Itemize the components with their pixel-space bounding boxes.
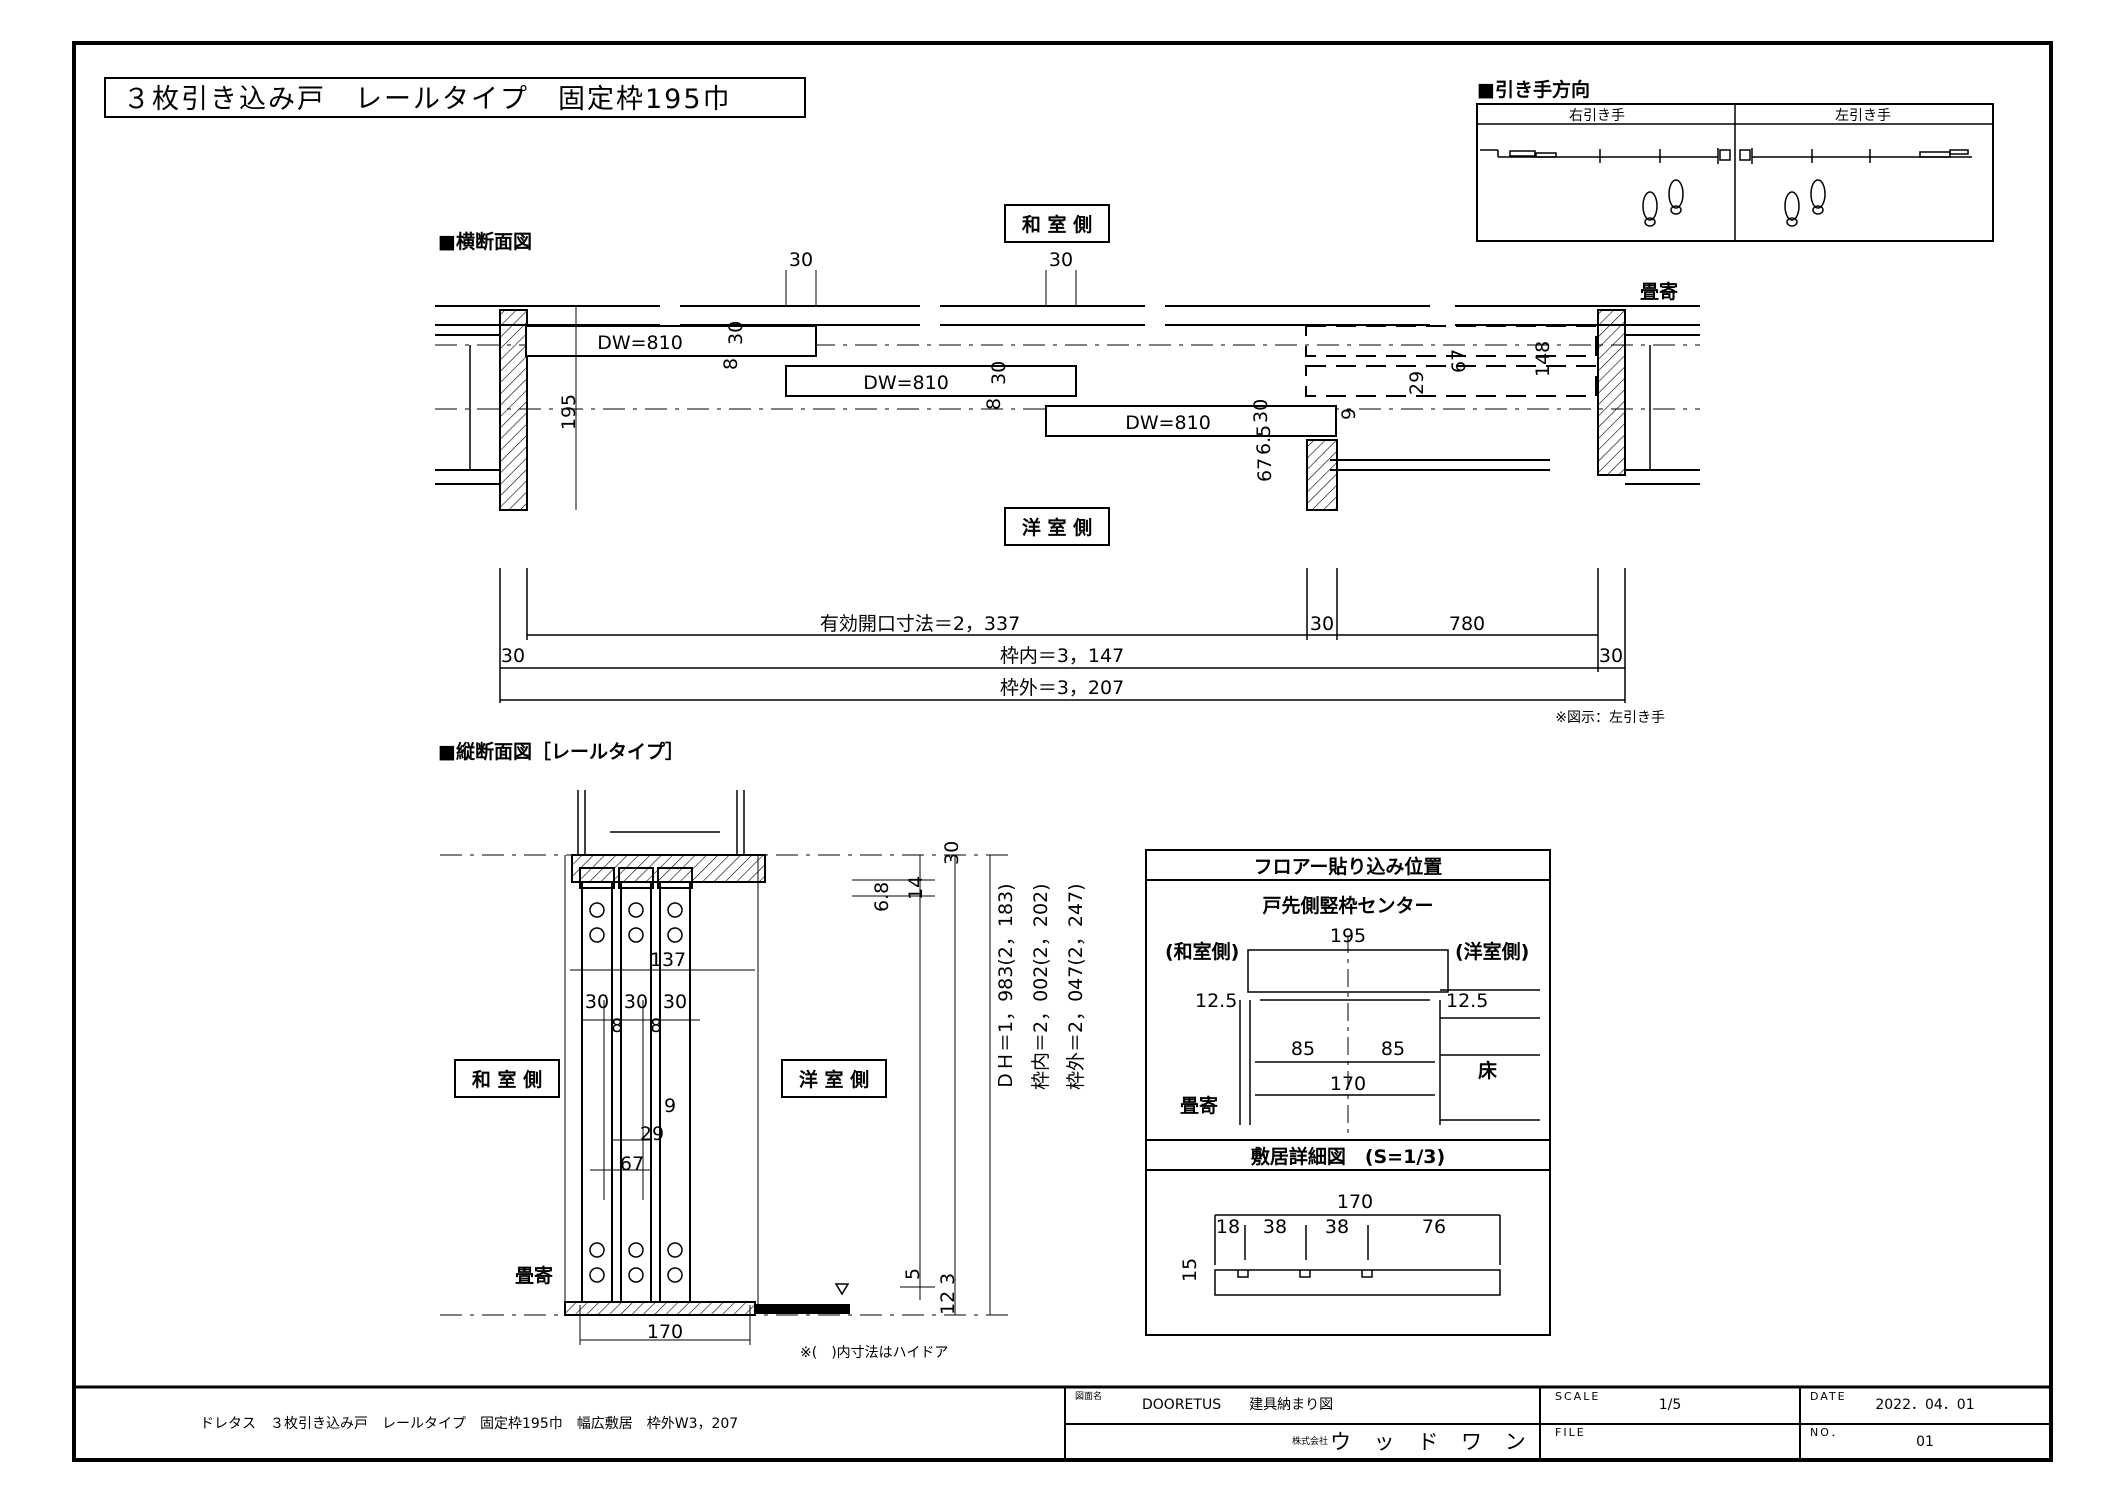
dim-67: 67	[1448, 349, 1470, 373]
floor-youshitsu: (洋室側)	[1455, 940, 1529, 963]
floor-detail-box: フロアー貼り込み位置 戸先側竪枠センター 195 (和室側) (洋室側) 12.…	[1145, 849, 1551, 1336]
door-width-1: DW=810	[597, 332, 683, 354]
title-block: ドレタス ３枚引き込み戸 レールタイプ 固定枠195巾 幅広敷居 枠外W3，20…	[74, 1385, 2051, 1460]
shikii-dim-76: 76	[1422, 1216, 1446, 1238]
effective-opening: 有効開口寸法＝2，337	[820, 613, 1020, 635]
sheet-border	[72, 41, 2053, 1462]
dim-dh: ＤＨ＝1，983(2，183)	[995, 883, 1017, 1090]
vertical-section: ■縦断面図［レールタイプ］	[438, 740, 1087, 1361]
dim-67-v: 67	[620, 1153, 644, 1175]
dim-14: 14	[905, 876, 927, 900]
drawing-name: DOORETUS 建具納まり図	[1142, 1397, 1333, 1413]
floor-box-subtitle: 戸先側竪枠センター	[1262, 894, 1433, 917]
dim-12: 12	[937, 1291, 959, 1315]
floor-dim-12-5-left: 12.5	[1195, 990, 1237, 1012]
washitsu-label-v: 和 室 側	[472, 1068, 542, 1091]
dim-30-h-c: 30	[1599, 645, 1623, 667]
dim-30-b: 30	[1049, 249, 1073, 271]
company-name: ウ ッ ド ワ ン	[1330, 1430, 1534, 1454]
tatamiyose-label-v: 畳寄	[515, 1264, 553, 1287]
shikii-detail-title: 敷居詳細図 (S=1/3)	[1251, 1145, 1445, 1168]
title-block-description: ドレタス ３枚引き込み戸 レールタイプ 固定枠195巾 幅広敷居 枠外W3，20…	[200, 1416, 738, 1432]
title-box: ３枚引き込み戸 レールタイプ 固定枠195巾	[104, 77, 806, 118]
floor-tatamiyose: 畳寄	[1180, 1094, 1218, 1117]
hi-door-note: ※( )内寸法はハイドア	[800, 1345, 948, 1361]
frame-outer-width: 枠外＝3，207	[1000, 677, 1124, 699]
dim-9-v: 9	[664, 1095, 676, 1117]
number-label: NO．	[1810, 1426, 1844, 1439]
floor-dim-170: 170	[1330, 1073, 1366, 1095]
vertical-section-heading: ■縦断面図［レールタイプ］	[438, 740, 684, 763]
dim-137: 137	[650, 949, 686, 971]
dim-148: 148	[1532, 341, 1554, 377]
horizontal-section-heading: ■横断面図	[438, 230, 532, 253]
dim-30-v-b: 30	[624, 991, 648, 1013]
washitsu-label-top: 和 室 側	[1022, 213, 1092, 236]
dim-30-top: 30	[941, 841, 963, 865]
horizontal-section: ■横断面図 和 室 側 洋 室 側	[435, 204, 1700, 726]
dim-6-8: 6.8	[871, 882, 893, 912]
dim-29-v: 29	[640, 1123, 664, 1145]
date-label: DATE	[1810, 1390, 1847, 1403]
shikii-dim-38-b: 38	[1325, 1216, 1349, 1238]
dim-30-h-b: 30	[501, 645, 525, 667]
company-label: 株式会社	[1292, 1435, 1328, 1447]
shikii-dim-15: 15	[1179, 1258, 1201, 1282]
scale-value: 1/5	[1659, 1397, 1682, 1413]
drawing-name-label: 図面名	[1075, 1390, 1102, 1402]
door-width-2: DW=810	[863, 372, 949, 394]
dim-30-a: 30	[789, 249, 813, 271]
youshitsu-label-bottom: 洋 室 側	[1022, 516, 1092, 539]
pull-direction-panel: ■引き手方向 右引き手 左引き手	[1476, 78, 1994, 242]
dim-8-v2: 8	[983, 398, 1005, 410]
floor-dim-12-5-right: 12.5	[1446, 990, 1488, 1012]
dim-9: 9	[1338, 408, 1360, 420]
frame-inner-width: 枠内＝3，147	[1000, 645, 1124, 667]
youshitsu-label-v: 洋 室 側	[799, 1068, 869, 1091]
tatamiyose-label-h: 畳寄	[1640, 280, 1678, 303]
dim-67-left: 67	[1254, 458, 1276, 482]
shikii-dim-38-a: 38	[1263, 1216, 1287, 1238]
dim-8-v-a: 8	[611, 1015, 623, 1037]
dim-30-v2: 30	[988, 361, 1010, 385]
shikii-dim-18: 18	[1216, 1216, 1240, 1238]
file-label: FILE	[1555, 1426, 1586, 1439]
dim-frame-outer-h: 枠外＝2，047(2，247)	[1065, 883, 1087, 1090]
dim-195: 195	[558, 394, 580, 430]
dim-30-v3: 30	[1250, 399, 1272, 423]
dim-8-v-b: 8	[650, 1015, 662, 1037]
dim-29: 29	[1406, 371, 1428, 395]
floor-dim-85-b: 85	[1381, 1038, 1405, 1060]
number-value: 01	[1916, 1434, 1934, 1450]
dim-30-h-a: 30	[1310, 613, 1334, 635]
right-pull-label: 右引き手	[1569, 108, 1625, 124]
left-pull-label: 左引き手	[1835, 108, 1891, 124]
dim-30-v-c: 30	[663, 991, 687, 1013]
dim-3: 3	[937, 1273, 959, 1285]
dim-30-v-a: 30	[585, 991, 609, 1013]
page-title: ３枚引き込み戸 レールタイプ 固定枠195巾	[123, 84, 732, 115]
dim-780: 780	[1449, 613, 1485, 635]
floor-washitsu: (和室側)	[1165, 940, 1239, 963]
dim-8-v1: 8	[720, 358, 742, 370]
dim-6-5: 6.5	[1253, 425, 1275, 455]
floor-yuka-label: 床	[1478, 1059, 1497, 1082]
date-value: 2022．04．01	[1875, 1397, 1974, 1413]
dim-5: 5	[902, 1268, 924, 1280]
door-width-3: DW=810	[1125, 412, 1211, 434]
left-pull-note: ※図示：左引き手	[1555, 710, 1665, 726]
pull-direction-heading: ■引き手方向	[1477, 78, 1590, 101]
floor-dim-85-a: 85	[1291, 1038, 1315, 1060]
floor-box-title: フロアー貼り込み位置	[1254, 855, 1443, 878]
dim-170-v: 170	[647, 1321, 683, 1343]
dim-frame-inner-h: 枠内＝2，002(2，202)	[1030, 883, 1052, 1090]
dim-30-v1: 30	[725, 321, 747, 345]
shikii-dim-170: 170	[1337, 1191, 1373, 1213]
scale-label: SCALE	[1555, 1390, 1600, 1403]
